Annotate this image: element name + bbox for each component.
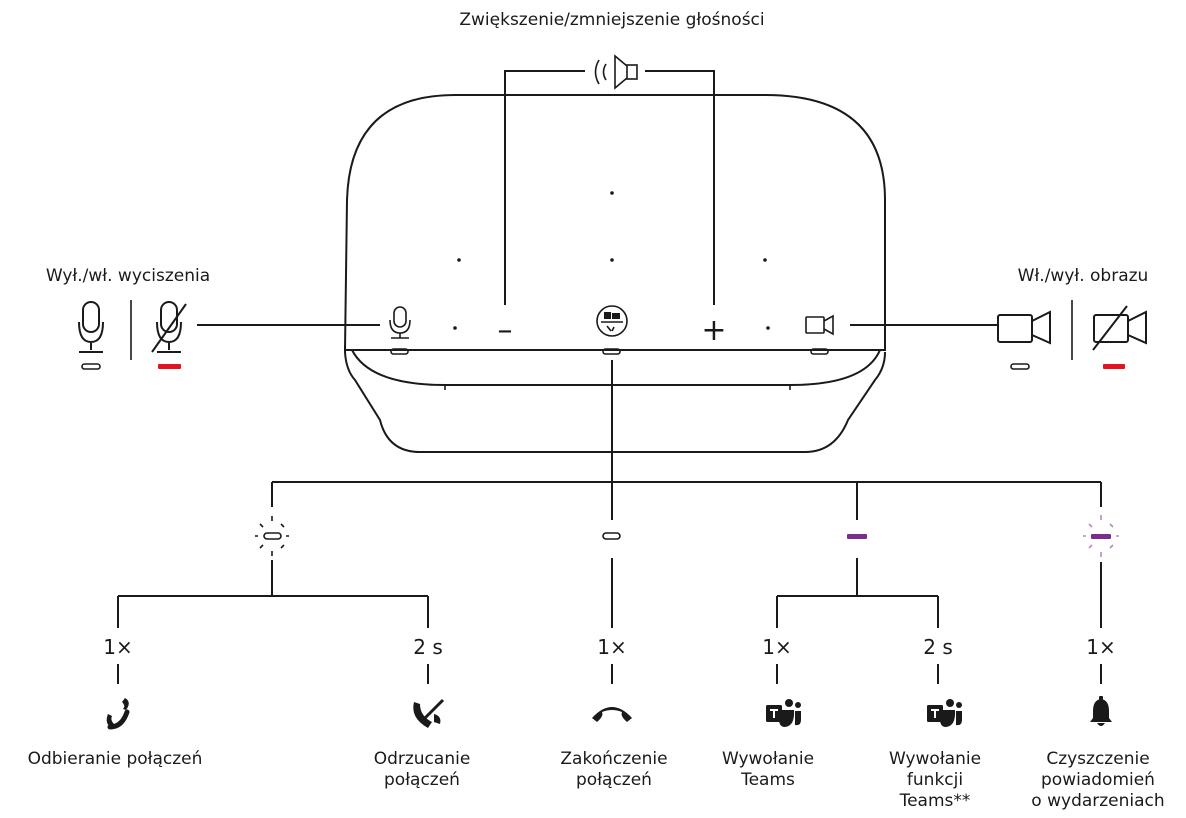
mute-red-led [158, 364, 181, 369]
speaker-icon [594, 54, 638, 90]
teams-icon [766, 699, 801, 727]
device-mute-button[interactable] [389, 306, 411, 355]
camera-off-icon [1092, 305, 1147, 369]
led-purple-steady [847, 534, 867, 539]
speakerphone-device [343, 94, 886, 453]
teams-icon [927, 699, 962, 727]
mic-unmuted-icon [78, 301, 104, 370]
camera-on-icon [997, 310, 1051, 370]
mute-label: Wył./wł. wyciszenia [46, 266, 210, 286]
phone-decline-icon [413, 698, 445, 728]
volume-down-button[interactable]: – [498, 313, 513, 348]
timing-clear: 1× [1086, 635, 1115, 659]
mic-muted-icon [151, 301, 187, 369]
video-red-led [1103, 364, 1125, 369]
bell-icon [1090, 696, 1112, 726]
timing-teams-feature: 2 s [923, 635, 953, 659]
phone-answer-icon [106, 698, 130, 730]
timing-end: 1× [597, 635, 626, 659]
led-purple-pulsing [1083, 515, 1119, 557]
device-teams-button[interactable] [596, 305, 628, 355]
action-label-answer: Odbieranie połączeń [28, 749, 203, 769]
timing-answer: 1× [103, 635, 132, 659]
video-label: Wł./wył. obrazu [1018, 266, 1149, 286]
volume-up-button[interactable]: + [701, 313, 726, 348]
phone-hangup-icon [592, 707, 632, 722]
device-video-button[interactable] [805, 314, 834, 355]
timing-decline: 2 s [413, 635, 443, 659]
volume-label: Zwiększenie/zmniejszenie głośności [459, 10, 764, 30]
tree-lines [117, 360, 1102, 684]
timing-teams: 1× [762, 635, 791, 659]
led-white-steady [602, 532, 621, 540]
volume-bracket [504, 70, 715, 305]
led-white-pulsing [255, 516, 289, 556]
